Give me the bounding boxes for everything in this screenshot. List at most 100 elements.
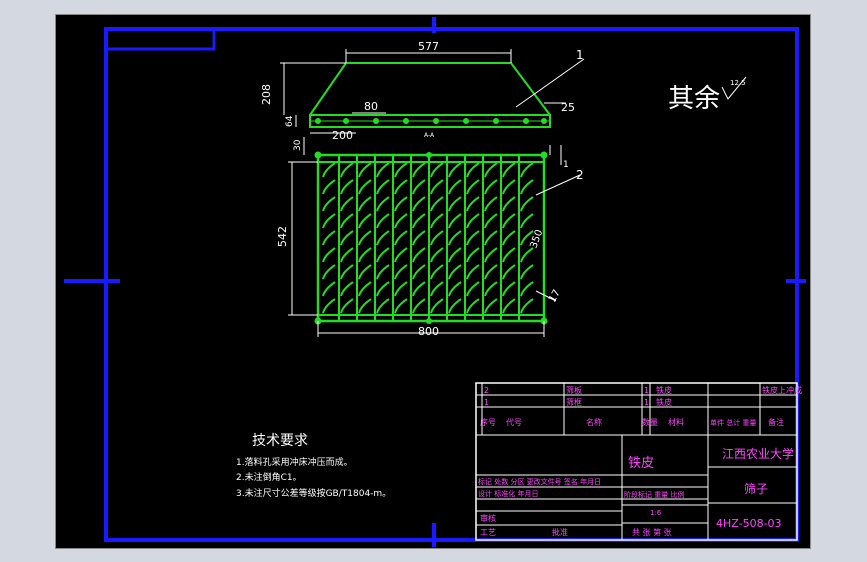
slot-hole	[412, 179, 426, 195]
slot-hole	[448, 179, 462, 195]
slot-hole	[322, 230, 336, 246]
slot-hole	[340, 213, 354, 229]
inner-frame	[104, 27, 799, 542]
slot-hole	[484, 179, 498, 195]
slot-hole	[412, 162, 426, 178]
bom-row-1-idx: 1	[484, 398, 489, 407]
slot-hole	[430, 247, 444, 263]
slot-hole	[484, 281, 498, 297]
slot-hole	[394, 196, 408, 212]
slot-hole	[376, 298, 390, 314]
slot-hole	[520, 298, 534, 314]
bom-row-2-remark: 铁皮上冲成	[762, 385, 802, 395]
slot-hole	[376, 230, 390, 246]
slot-hole	[358, 162, 372, 178]
dim-top-width: 577	[418, 40, 439, 53]
slot-hole	[466, 281, 480, 297]
slot-hole	[502, 264, 516, 280]
roughness-symbol	[721, 76, 747, 100]
dim-left-offset: 200	[332, 129, 353, 142]
part-name: 筛子	[744, 481, 768, 496]
tech-item-3: 3.未注尺寸公差等级按GB/T1804-m。	[236, 487, 391, 499]
slot-hole	[466, 213, 480, 229]
slot-hole	[520, 162, 534, 178]
slot-hole	[430, 230, 444, 246]
slot-hole	[394, 162, 408, 178]
slot-hole	[394, 213, 408, 229]
slot-hole	[466, 162, 480, 178]
slot-hole	[340, 281, 354, 297]
dim-plate-height: 542	[276, 226, 289, 247]
slot-hole	[340, 162, 354, 178]
slot-hole	[412, 298, 426, 314]
slot-hole	[520, 230, 534, 246]
bom-header-code: 代号	[506, 417, 522, 427]
slot-hole	[520, 213, 534, 229]
row-stage: 阶段标记 重量 比例	[624, 490, 684, 499]
slot-hole	[412, 264, 426, 280]
slot-hole	[502, 247, 516, 263]
slot-hole	[376, 179, 390, 195]
dim-slot-spacing: 80	[364, 100, 378, 113]
slot-hole	[376, 162, 390, 178]
slot-hole	[484, 196, 498, 212]
slot-hole	[484, 264, 498, 280]
slot-hole	[394, 230, 408, 246]
plate-dimensions	[288, 137, 581, 337]
slot-hole	[484, 213, 498, 229]
school-name: 江西农业大学	[722, 446, 794, 461]
slot-hole	[394, 281, 408, 297]
slot-hole	[340, 264, 354, 280]
slot-hole	[376, 247, 390, 263]
slot-hole	[358, 264, 372, 280]
slot-hole	[376, 196, 390, 212]
slot-hole	[394, 247, 408, 263]
dim-hole-17: 17	[547, 288, 563, 305]
tech-title: 技术要求	[252, 433, 308, 449]
slot-hole	[502, 179, 516, 195]
slot-hole	[322, 162, 336, 178]
slot-hole	[502, 213, 516, 229]
slot-hole	[430, 264, 444, 280]
section-label: A-A	[424, 132, 435, 139]
slot-hole	[340, 298, 354, 314]
slot-hole	[448, 281, 462, 297]
slot-hole	[340, 196, 354, 212]
slot-hole	[358, 196, 372, 212]
slot-hole	[466, 179, 480, 195]
bom-header-name: 名称	[586, 417, 602, 427]
slot-hole	[430, 179, 444, 195]
slot-hole	[412, 281, 426, 297]
row-craft: 工艺	[480, 528, 496, 537]
slot-hole	[448, 264, 462, 280]
slot-hole	[448, 162, 462, 178]
slot-hole	[502, 230, 516, 246]
balloon-1: 1	[576, 48, 584, 62]
bom-row-2-material: 铁皮	[656, 385, 672, 395]
slot-hole	[412, 196, 426, 212]
bom-row-1-name: 筛框	[566, 397, 582, 407]
slot-hole	[430, 281, 444, 297]
slot-hole	[466, 298, 480, 314]
slot-hole	[322, 213, 336, 229]
slot-hole	[358, 179, 372, 195]
slot-hole	[484, 162, 498, 178]
slot-hole	[394, 264, 408, 280]
dim-rim-height: 64	[285, 115, 295, 127]
slot-hole	[484, 298, 498, 314]
slot-hole	[376, 213, 390, 229]
roughness-value: 12.5	[730, 79, 746, 87]
slot-hole	[322, 298, 336, 314]
bom-header-idx: 序号	[480, 417, 496, 427]
dim-side-offset: 25	[561, 101, 575, 114]
bom-header-qty: 数量	[642, 417, 658, 427]
slot-hole	[358, 298, 372, 314]
row-design: 设计 标准化 年月日	[478, 489, 538, 498]
slot-hole	[448, 247, 462, 263]
slot-hole	[520, 281, 534, 297]
tech-requirements: 技术要求 1.落料孔采用冲床冲压而成。 2.未注倒角C1。 3.未注尺寸公差等级…	[236, 433, 391, 499]
slot-hole	[394, 179, 408, 195]
bom-row-2-name: 筛板	[566, 385, 582, 395]
bom-row-2-qty: 1	[644, 386, 649, 395]
slot-hole	[520, 264, 534, 280]
